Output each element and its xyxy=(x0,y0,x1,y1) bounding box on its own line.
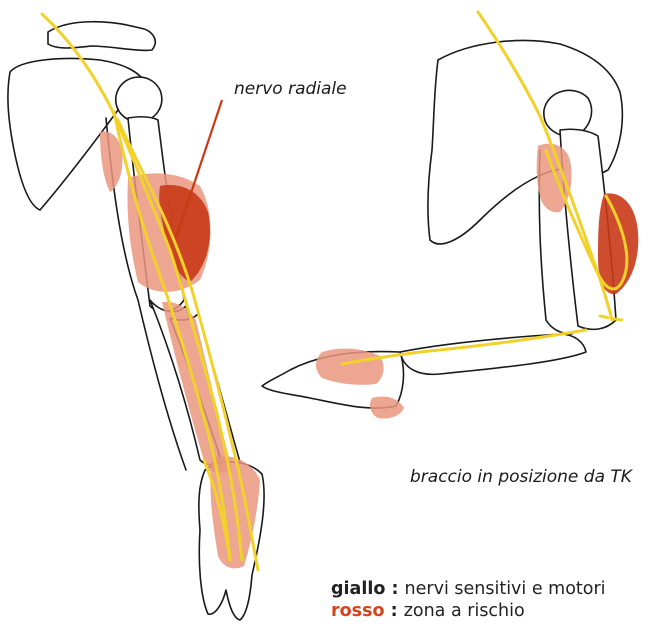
right-risk-core xyxy=(598,193,638,294)
left-humeral-head xyxy=(116,77,162,122)
legend-yellow-sep: : xyxy=(385,579,404,599)
right-risk-wrist xyxy=(316,349,383,385)
legend-row-yellow: giallo : nervi sensitivi e motori xyxy=(331,578,606,600)
tk-position-label: braccio in posizione da TK xyxy=(410,467,632,487)
legend-red-sep: : xyxy=(385,601,404,621)
legend-row-red: rosso : zona a rischio xyxy=(331,600,606,622)
radial-nerve-label: nervo radiale xyxy=(234,79,347,99)
legend-yellow-text: nervi sensitivi e motori xyxy=(405,579,606,599)
legend-yellow-key: giallo xyxy=(331,579,385,599)
legend: giallo : nervi sensitivi e motori rosso … xyxy=(331,578,606,622)
right-forearm xyxy=(400,334,586,374)
legend-red-key: rosso xyxy=(331,601,385,621)
legend-red-text: zona a rischio xyxy=(404,601,525,621)
